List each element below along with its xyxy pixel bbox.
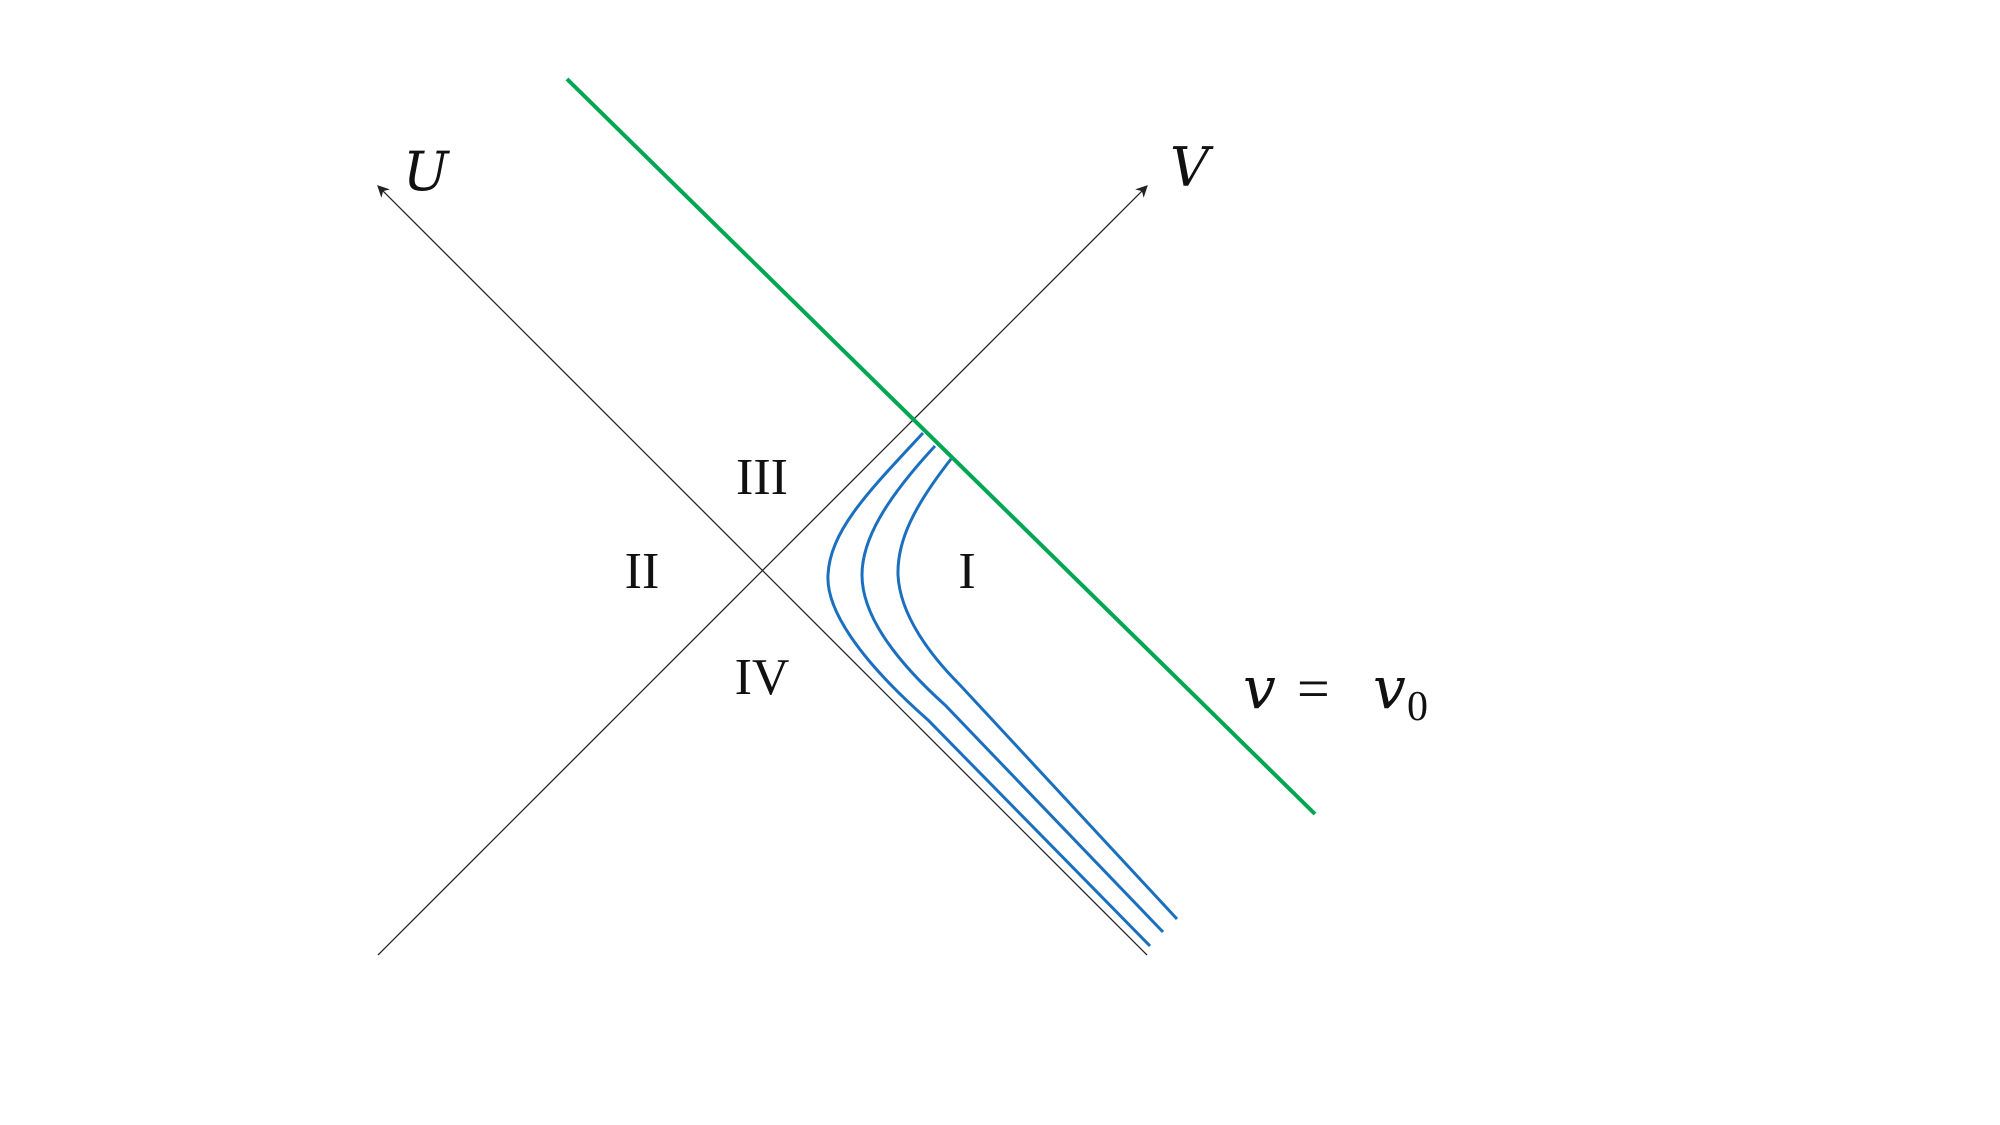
v-axis [377,185,1148,956]
v-axis-label: V [1170,136,1214,199]
shell-label-v: v [1243,654,1276,722]
region-label-iv: IV [735,649,790,706]
u-axis-label: U [403,140,450,203]
shell-label-equals: = [1297,656,1330,721]
trajectory-3 [896,458,1179,921]
region-label-i: I [958,543,975,600]
trajectories [826,431,1179,948]
shell-label: v = v 0 [1243,654,1428,730]
shell-label-v0-subscript: 0 [1407,684,1428,730]
region-label-ii: II [625,543,660,600]
trajectory-1 [826,431,1152,948]
trajectory-2 [860,444,1165,934]
shell-label-v0: v [1373,654,1406,722]
region-label-iii: III [736,449,788,506]
null-shell-line [565,77,1317,816]
